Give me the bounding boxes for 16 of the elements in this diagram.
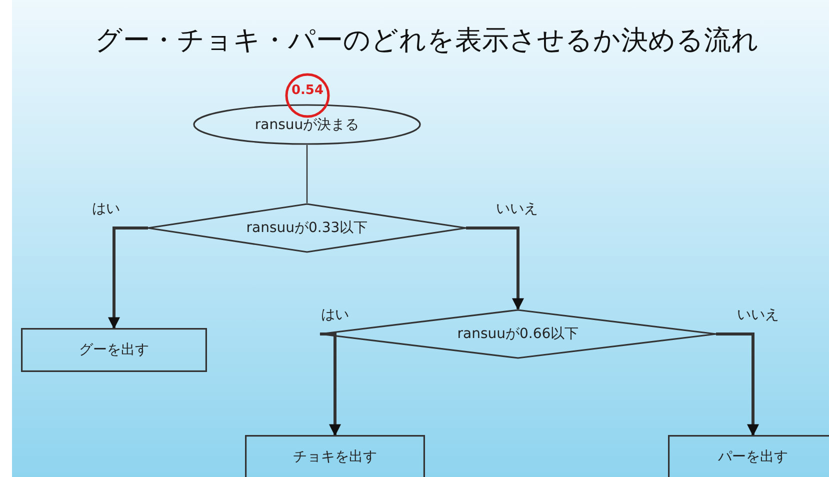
edge-label: いいえ	[737, 306, 779, 324]
process-box: グーを出す	[21, 328, 207, 372]
arrow	[716, 332, 759, 436]
terminal-ellipse: ransuuが決まる	[193, 104, 421, 145]
arrow	[108, 226, 148, 330]
decision-diamond: ransuuが0.33以下	[148, 203, 466, 253]
arrow	[466, 226, 524, 310]
connector-line	[306, 145, 308, 203]
value-circle: 0.54	[285, 73, 330, 118]
edge-label: はい	[321, 306, 349, 324]
edge-label: いいえ	[496, 200, 538, 218]
process-box: チョキを出す	[245, 435, 425, 477]
title: グー・チョキ・パーのどれを表示させるか決める流れ	[95, 24, 759, 58]
process-box: パーを出す	[668, 435, 829, 477]
arrow	[320, 332, 341, 436]
edge-label: はい	[92, 200, 120, 218]
